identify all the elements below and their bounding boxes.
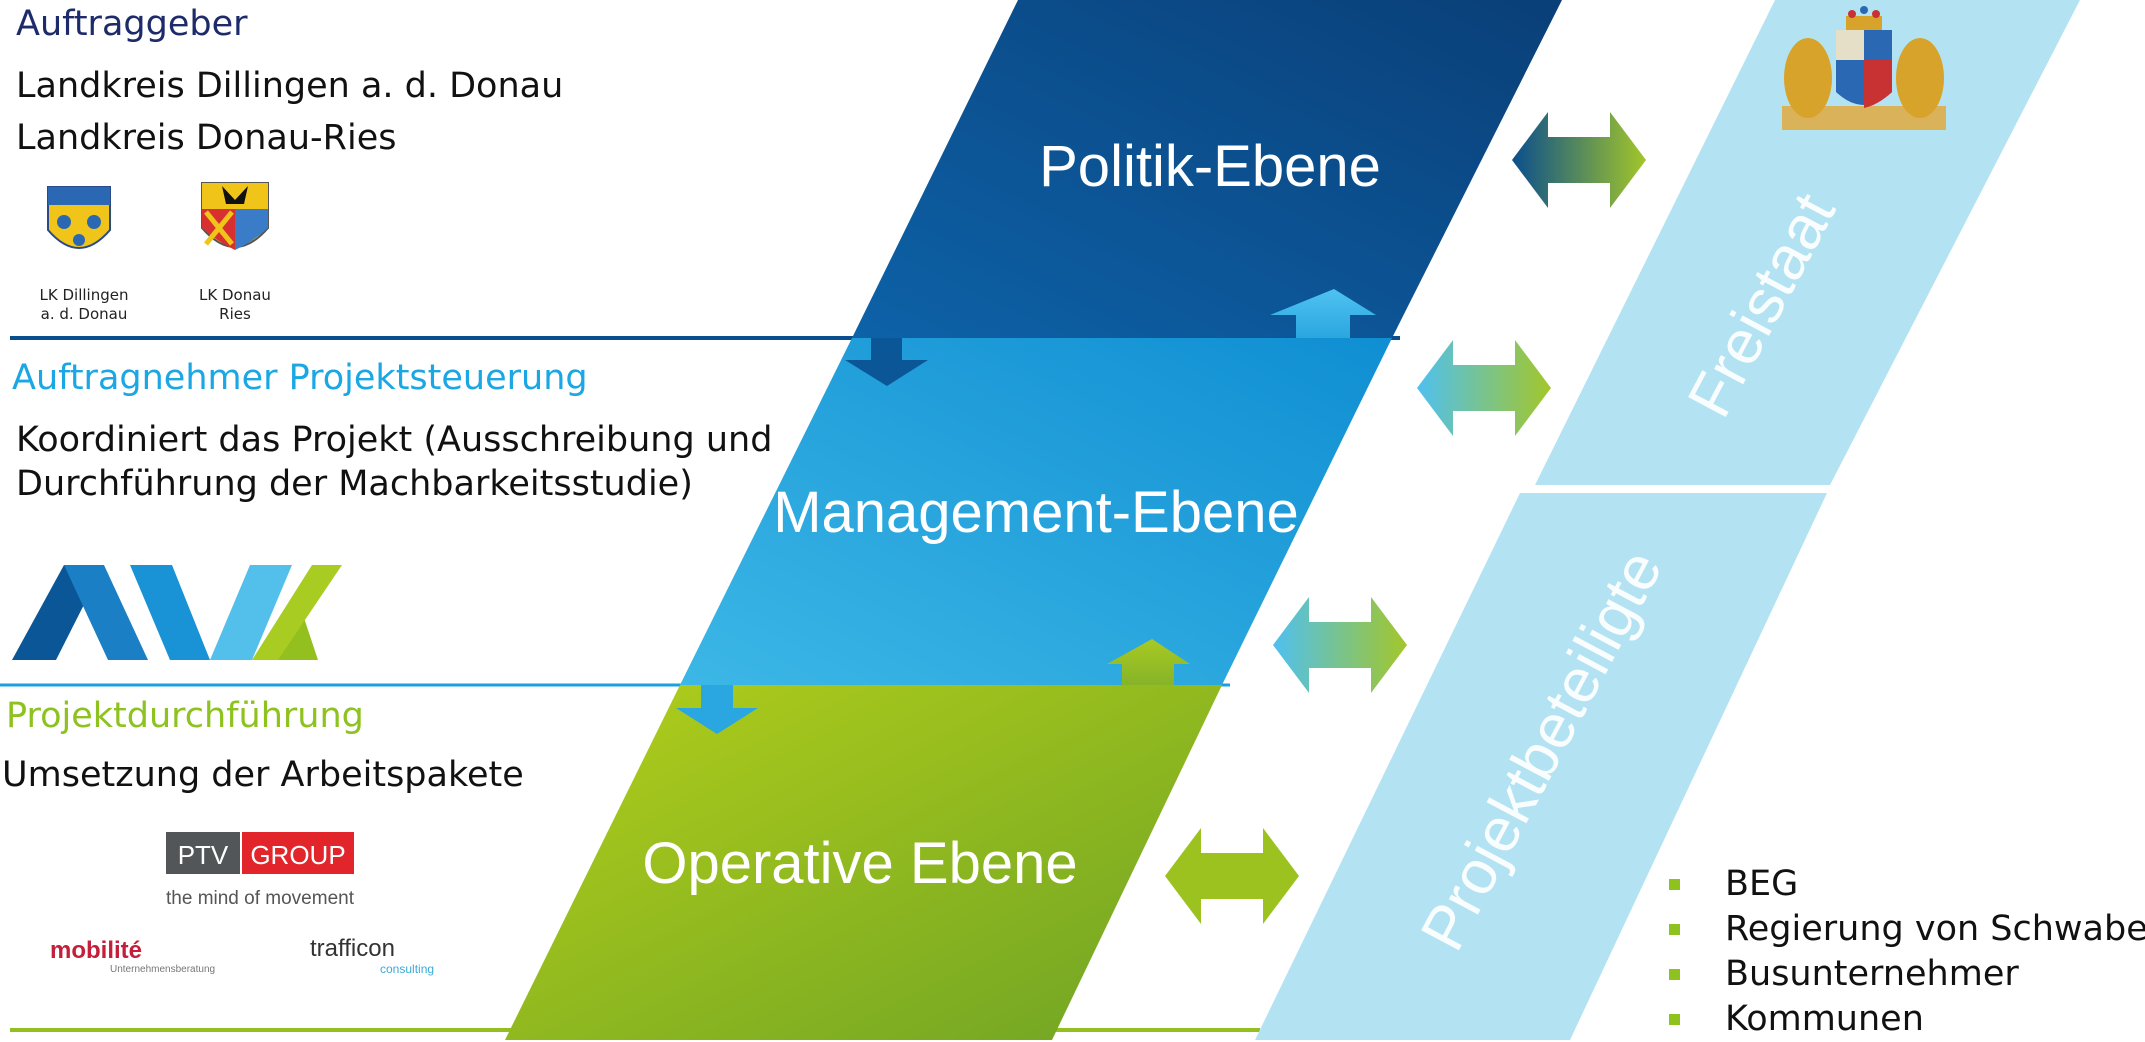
double-arrow-management <box>1417 340 1551 436</box>
projektsteuerung-line-1: Koordiniert das Projekt (Ausschreibung u… <box>16 420 773 460</box>
down-arrow-management-to-operative <box>676 685 758 734</box>
trafficon-logo-subtext: consulting <box>380 962 434 976</box>
ptv-logo-tagline: the mind of movement <box>166 888 355 909</box>
politik-ebene-band <box>852 0 1562 338</box>
lk-dillingen-crest-icon <box>47 186 111 249</box>
ptv-logo-text-left: PTV <box>178 840 229 870</box>
double-arrow-operative-b <box>1165 828 1299 924</box>
projektsteuerung-line-2: Durchführung der Machbarkeitsstudie) <box>16 464 693 504</box>
auftraggeber-line-2: Landkreis Donau-Ries <box>16 118 397 158</box>
ptv-logo-box-left <box>166 832 240 874</box>
lk-donau-ries-crest-icon <box>201 182 269 250</box>
down-arrow-politik-to-management <box>845 338 928 386</box>
list-item: BEG <box>1665 862 2145 907</box>
projektbeteiligte-list: BEG Regierung von Schwaben Busunternehme… <box>1665 862 2145 1042</box>
projektsteuerung-title: Auftragnehmer Projektsteuerung <box>12 358 588 398</box>
bavaria-coat-of-arms-icon <box>1782 6 1946 130</box>
politik-ebene-label: Politik-Ebene <box>1039 134 1381 199</box>
list-item: Busunternehmer <box>1665 952 2145 997</box>
avv-logo-icon <box>12 565 342 660</box>
up-arrow-management-to-politik <box>1270 289 1376 338</box>
operative-ebene-label: Operative Ebene <box>642 831 1077 896</box>
projektdurchfuehrung-title: Projektdurchführung <box>6 696 364 736</box>
double-arrow-politik <box>1512 112 1646 208</box>
operative-ebene-band <box>505 685 1222 1040</box>
ptv-logo-box-right <box>242 832 354 874</box>
mobilite-logo-text: mobilité <box>50 937 142 964</box>
management-ebene-band <box>680 338 1392 685</box>
list-item: Kommunen <box>1665 997 2145 1042</box>
ptv-logo-text-right: GROUP <box>250 840 345 870</box>
projektbeteiligte-band <box>1255 493 1827 1040</box>
trafficon-logo-text: trafficon <box>310 935 395 962</box>
lk-dillingen-label: LK Dillingen a. d. Donau <box>39 286 129 323</box>
auftraggeber-title: Auftraggeber <box>16 4 248 44</box>
projektdurchfuehrung-line-1: Umsetzung der Arbeitspakete <box>2 755 524 795</box>
auftraggeber-line-1: Landkreis Dillingen a. d. Donau <box>16 66 564 106</box>
lk-donau-ries-label: LK Donau Ries <box>199 286 271 323</box>
management-ebene-label: Management-Ebene <box>773 480 1299 545</box>
mobilite-logo-subtext: Unternehmensberatung <box>110 964 215 975</box>
up-arrow-operative-to-management <box>1107 639 1190 685</box>
double-arrow-operative-a <box>1273 597 1407 693</box>
list-item: Regierung von Schwaben <box>1665 907 2145 952</box>
